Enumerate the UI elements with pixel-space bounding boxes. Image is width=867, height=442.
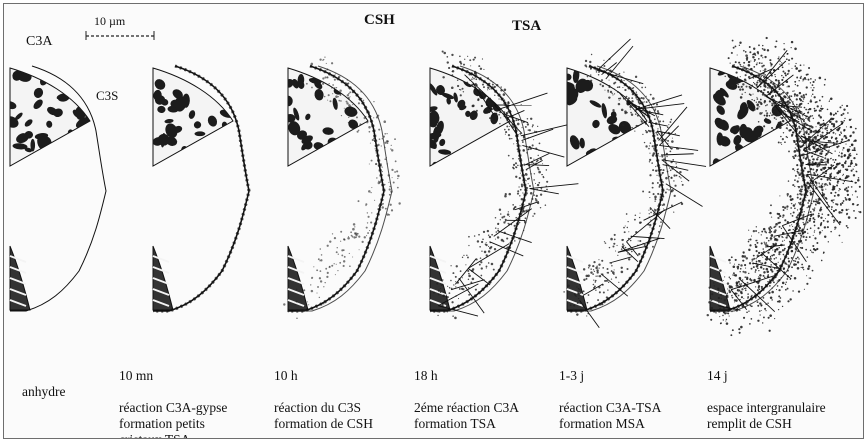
stage-time: 18 h [414,368,519,384]
stage-description: réaction du C3S formation de CSH [274,400,373,432]
grain-stage-2 [152,66,249,311]
stage-time: 10 mn [119,368,227,384]
stage-time: 10 h [274,368,373,384]
stage-description: réaction C3A-TSA formation MSA [559,400,661,432]
csh-label: CSH [364,12,395,29]
stage-description: espace intergranulaire remplit de CSH [707,400,826,432]
stage-time: 1-3 j [559,368,661,384]
figure-frame: 10 µm C3A C3S CSH TSA anhydre 10 mn réac… [3,3,864,439]
stage-caption-1-3j: 1-3 j réaction C3A-TSA formation MSA [559,352,661,439]
grain-stage-4 [422,50,578,319]
stage-caption-14j: 14 j espace intergranulaire remplit de C… [707,352,826,439]
stage-description: 2éme réaction C3A formation TSA [414,400,519,432]
c3s-label: C3S [96,88,118,104]
grain-stage-1 [4,65,106,311]
stage-caption-anhydre: anhydre [22,352,65,400]
stage-description: anhydre [22,384,65,399]
stage-time: 14 j [707,368,826,384]
stage-caption-10mn: 10 mn réaction C3A-gypse formation petit… [119,352,227,439]
c3a-label: C3A [26,34,52,50]
stage-caption-10h: 10 h réaction du C3S formation de CSH [274,352,373,439]
scale-bar [86,31,154,40]
grain-stage-5 [561,39,706,328]
scale-bar-label: 10 µm [94,14,125,29]
stage-caption-18h: 18 h 2éme réaction C3A formation TSA [414,352,519,439]
grain-stage-6 [707,37,862,336]
tsa-label: TSA [512,18,541,35]
grain-stage-3 [283,56,401,319]
stage-description: réaction C3A-gypse formation petits cris… [119,400,227,439]
